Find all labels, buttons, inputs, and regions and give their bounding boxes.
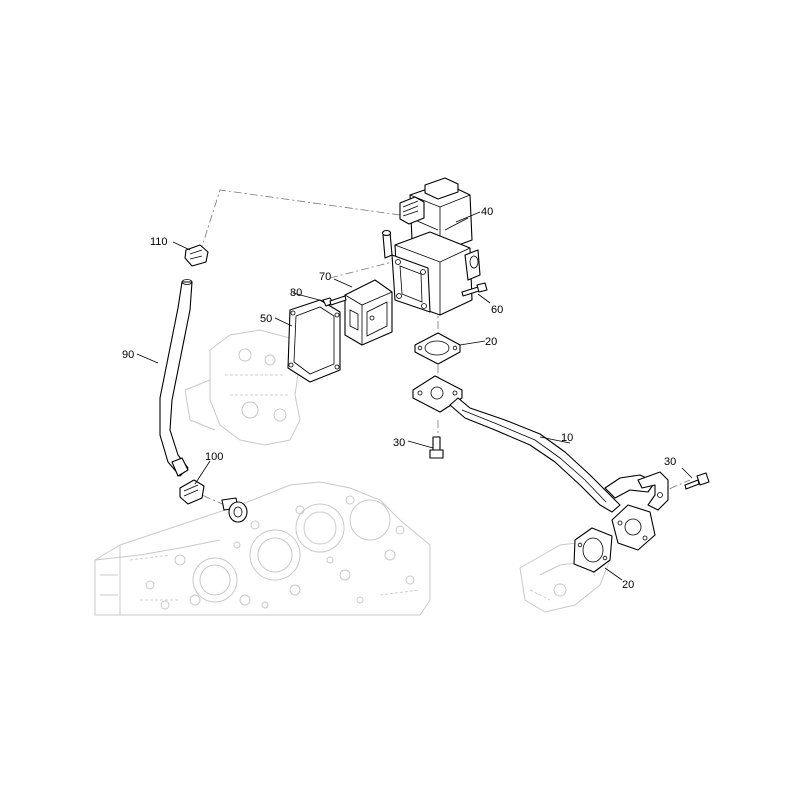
bolt-30-right xyxy=(684,472,710,490)
hose xyxy=(159,279,193,477)
hose-clamp-upper xyxy=(184,244,209,267)
leader-lines xyxy=(136,211,693,581)
callout-50: 50 xyxy=(260,313,272,325)
callout-30-left: 30 xyxy=(393,437,405,449)
callout-30-right: 30 xyxy=(664,456,676,468)
callout-60: 60 xyxy=(491,304,503,316)
pipe-bracket xyxy=(637,471,669,511)
flange-gasket-upper xyxy=(414,332,461,365)
callout-20-lower: 20 xyxy=(622,579,634,591)
hose-clamp-lower xyxy=(179,479,205,505)
callout-110: 110 xyxy=(150,236,168,248)
callout-80: 80 xyxy=(290,287,302,299)
callout-labels: 10 20 20 30 30 40 50 60 70 80 90 100 110 xyxy=(122,206,676,591)
hose-fitting xyxy=(221,497,248,523)
gasket xyxy=(287,299,341,383)
callout-10: 10 xyxy=(561,432,573,444)
callout-40: 40 xyxy=(481,206,493,218)
bolt-80 xyxy=(322,295,347,307)
flange-gasket-lower xyxy=(573,527,613,573)
callout-20-upper: 20 xyxy=(485,336,497,348)
bolt-30-left xyxy=(429,436,444,459)
callout-90: 90 xyxy=(122,349,134,361)
adapter-plate xyxy=(344,279,393,346)
callout-70: 70 xyxy=(319,271,331,283)
callout-100: 100 xyxy=(205,451,223,463)
bolt-60 xyxy=(461,282,488,297)
egr-valve xyxy=(381,177,481,316)
egr-pipe xyxy=(412,375,656,551)
